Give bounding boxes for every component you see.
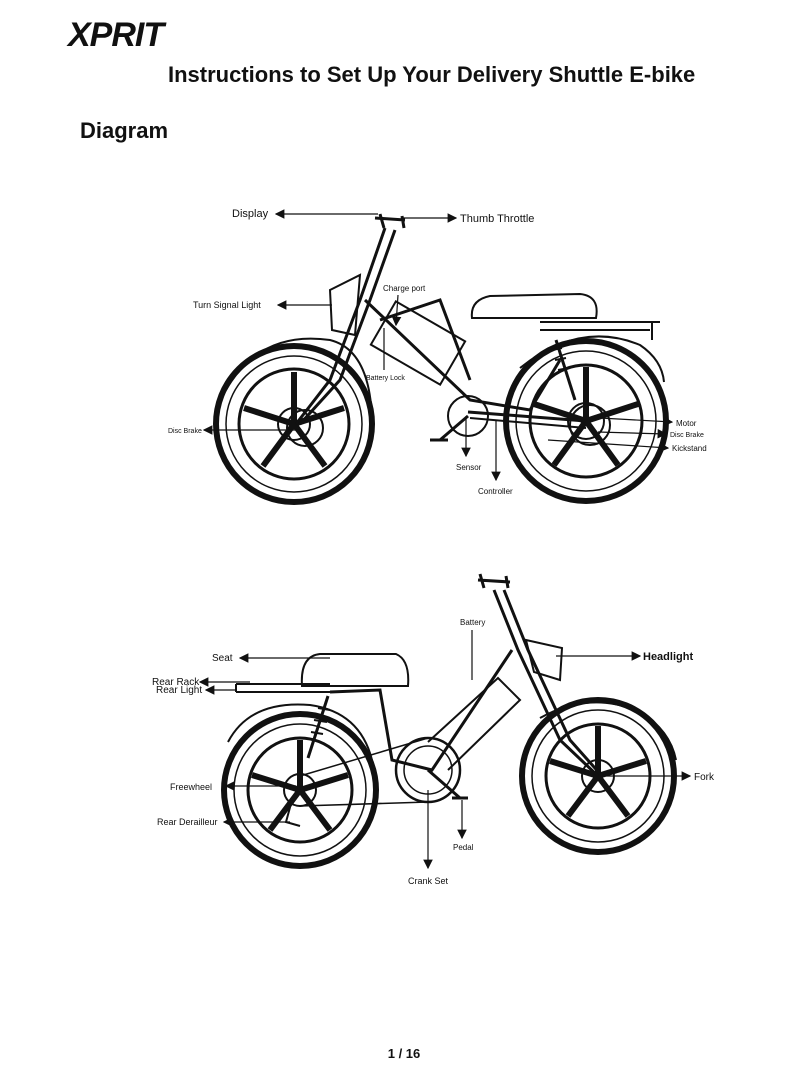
label-battery-lock: Battery Lock — [366, 375, 405, 382]
label-rear-rack: Rear Rack — [152, 677, 200, 688]
label-rear-derailleur: Rear Derailleur — [157, 817, 218, 827]
section-heading: Diagram — [80, 118, 169, 143]
label-crank-set: Crank Set — [408, 876, 449, 886]
page-number: 1 / 16 — [387, 1046, 421, 1061]
diagram-2-callouts: Battery Seat Headlight Rear Rack Rear Li… — [152, 618, 715, 886]
front-wheel-illustration — [213, 343, 375, 505]
label-seat: Seat — [212, 653, 233, 664]
brand-logo: XPRIT — [68, 16, 164, 54]
label-controller: Controller — [478, 487, 513, 496]
label-display: Display — [232, 208, 269, 220]
label-disc-brake-rear: Disc Brake — [670, 432, 704, 439]
label-pedal: Pedal — [453, 843, 474, 852]
label-battery: Battery — [460, 618, 485, 627]
page-title: Instructions to Set Up Your Delivery Shu… — [168, 62, 696, 87]
bike-diagram-side-1 — [213, 213, 669, 505]
label-rear-light: Rear Light — [156, 685, 202, 696]
label-disc-brake-front: Disc Brake — [168, 428, 202, 435]
label-sensor: Sensor — [456, 463, 482, 472]
diagram-1-callouts: Display Thumb Throttle Charge port Turn … — [168, 208, 707, 496]
label-freewheel: Freewheel — [170, 782, 212, 792]
label-headlight: Headlight — [643, 651, 693, 663]
bike-diagram-side-2 — [221, 573, 677, 869]
label-charge-port: Charge port — [383, 284, 426, 293]
label-kickstand: Kickstand — [672, 444, 707, 453]
label-thumb-throttle: Thumb Throttle — [460, 213, 534, 225]
label-turn-signal-light: Turn Signal Light — [193, 300, 261, 310]
rear-wheel-illustration-2 — [221, 711, 379, 869]
label-fork: Fork — [694, 772, 715, 783]
label-motor: Motor — [676, 419, 697, 428]
